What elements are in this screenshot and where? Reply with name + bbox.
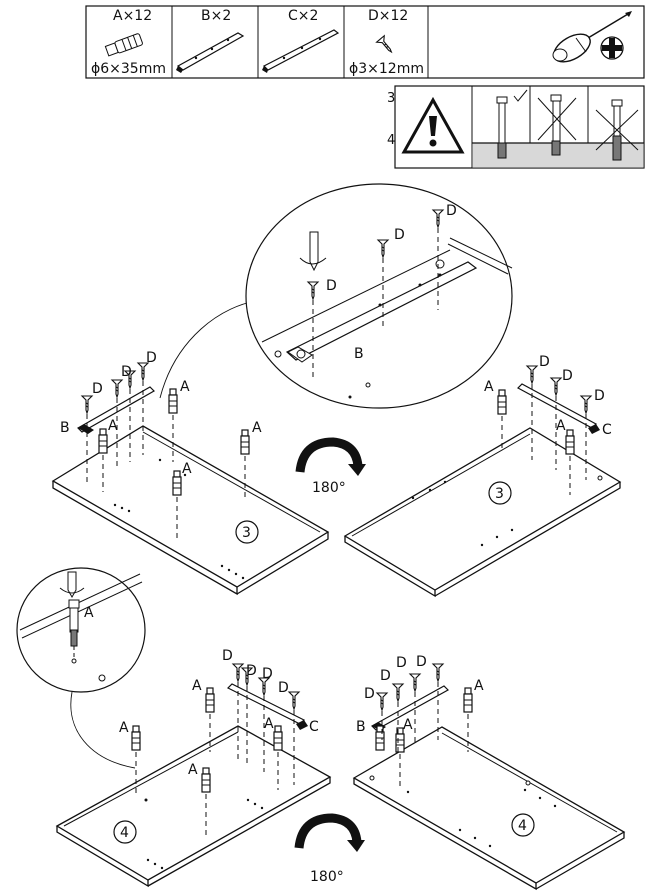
panel-step4-left: D D D D A A A A C 4 [55, 648, 332, 888]
detail-magnifier-top: D D D B [159, 183, 513, 409]
detail-magnifier-left: A [16, 567, 146, 769]
step-4-left: 4 [120, 825, 129, 841]
rotate-label-top: 180° [312, 480, 346, 496]
step-marker-3-right [488, 481, 512, 505]
label-d-4r4: D [416, 654, 427, 670]
label-d-a: D [92, 381, 103, 397]
step-marker-3-left [235, 520, 259, 544]
label-a-b: A [180, 379, 190, 395]
phillips-head-icon [600, 36, 624, 60]
label-d-4l3: D [262, 666, 273, 682]
part-c-qty: C×2 [288, 8, 318, 24]
label-a-4r2: A [403, 717, 413, 733]
detail-label-d1: D [446, 203, 457, 219]
label-a-d: A [182, 461, 192, 477]
part-b-qty: B×2 [201, 8, 231, 24]
label-d-r3: D [594, 388, 605, 404]
label-d-c: D [146, 350, 157, 366]
label-a-4r1: A [474, 678, 484, 694]
wrong-bolt-icon-2 [595, 99, 639, 161]
bracket-b-icon [176, 32, 245, 73]
panel-step4-right: D D D D A A B 4 [352, 654, 626, 891]
warning-triangle-icon [401, 96, 465, 154]
label-a-r1: A [484, 379, 494, 395]
label-d-4l2: D [246, 663, 257, 679]
warning-row-label-2: 4 [387, 133, 395, 148]
label-d-r1: D [539, 354, 550, 370]
step-3-right: 3 [495, 486, 504, 502]
label-b: B [60, 420, 70, 436]
label-a-c: A [252, 420, 262, 436]
step-marker-4-left [113, 820, 137, 844]
label-a-a: A [108, 418, 118, 434]
label-d-r2: D [562, 368, 573, 384]
panel-step3-right: D D D A A C 3 [343, 354, 622, 598]
label-d-b: D [121, 364, 132, 380]
wrong-bolt-icon [537, 94, 577, 156]
step-marker-4-right [511, 813, 535, 837]
rotate-label-bottom: 180° [310, 869, 344, 885]
label-c: C [602, 422, 612, 438]
part-d-spec: ϕ3×12mm [349, 61, 424, 77]
detail-label-d2: D [394, 227, 405, 243]
label-d-4r2: D [380, 668, 391, 684]
part-a-spec: ϕ6×35mm [91, 61, 166, 77]
cam-bolt-icon [104, 33, 143, 57]
label-a-4l2: A [264, 716, 274, 732]
label-a-4l3: A [119, 720, 129, 736]
label-d-4l4: D [278, 680, 289, 696]
detail-label-b: B [354, 346, 364, 362]
parts-table: A×12 ϕ6×35mm B×2 C×2 D×12 [85, 5, 645, 79]
detail-label-d3: D [326, 278, 337, 294]
label-a-4l4: A [188, 762, 198, 778]
label-a-r2: A [556, 418, 566, 434]
warning-table: 3 4 [387, 85, 645, 169]
part-d-qty: D×12 [368, 8, 408, 24]
detail-label-a: A [84, 605, 94, 621]
label-b-4: B [356, 719, 366, 735]
part-a-qty: A×12 [113, 8, 152, 24]
label-d-4l1: D [222, 648, 233, 664]
warning-row-label-1: 3 [387, 91, 395, 106]
panel-step3-left: D D D B A A A A 3 [51, 350, 330, 596]
step-4-right: 4 [518, 818, 527, 834]
label-d-4r1: D [364, 686, 375, 702]
label-a-4l1: A [192, 678, 202, 694]
label-d-4r3: D [396, 655, 407, 671]
bracket-c-icon [262, 29, 340, 73]
correct-bolt-icon [496, 89, 528, 159]
rotate-arrow-icon [300, 442, 366, 476]
step-3-left: 3 [242, 525, 251, 541]
rotate-arrow-icon-bottom [299, 818, 365, 852]
screwdriver-icon [552, 11, 632, 63]
label-c-4: C [309, 719, 319, 735]
